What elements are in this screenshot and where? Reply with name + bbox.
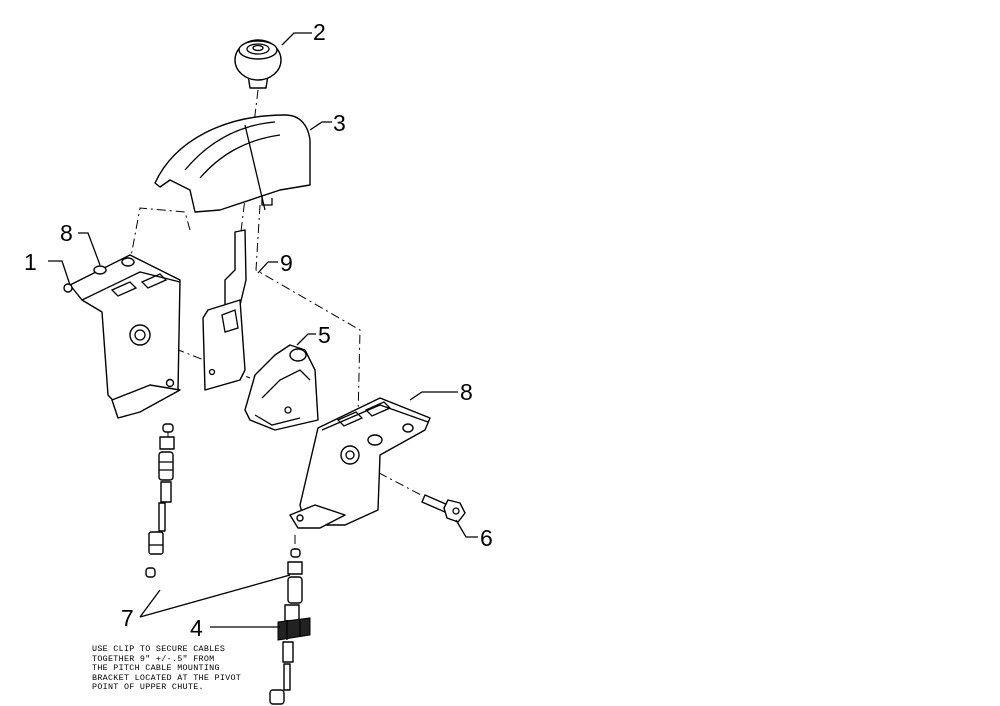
assembly-note: USE CLIP TO SECURE CABLES TOGETHER 9" +/…: [92, 644, 242, 693]
callout-5: 5: [318, 322, 331, 348]
callout-4: 4: [190, 615, 203, 641]
callout-2: 2: [313, 19, 326, 45]
left-cable-part: [145, 423, 175, 578]
callout-9: 9: [280, 250, 293, 276]
knob-part: [234, 39, 282, 89]
callout-3: 3: [333, 110, 346, 136]
leader-lines: [48, 32, 478, 628]
callout-7: 7: [121, 605, 134, 631]
bolt-part: [421, 494, 466, 523]
right-bracket-part: [289, 397, 431, 529]
callout-8-right: 8: [460, 379, 473, 405]
left-bracket-part: [63, 254, 181, 419]
callout-6: 6: [480, 525, 493, 551]
callout-1: 1: [24, 249, 37, 275]
callout-8-left: 8: [60, 220, 73, 246]
cam-part: [244, 344, 319, 431]
lever-part: [202, 229, 247, 391]
cover-part: [154, 114, 311, 213]
right-cable-part: [269, 548, 311, 705]
